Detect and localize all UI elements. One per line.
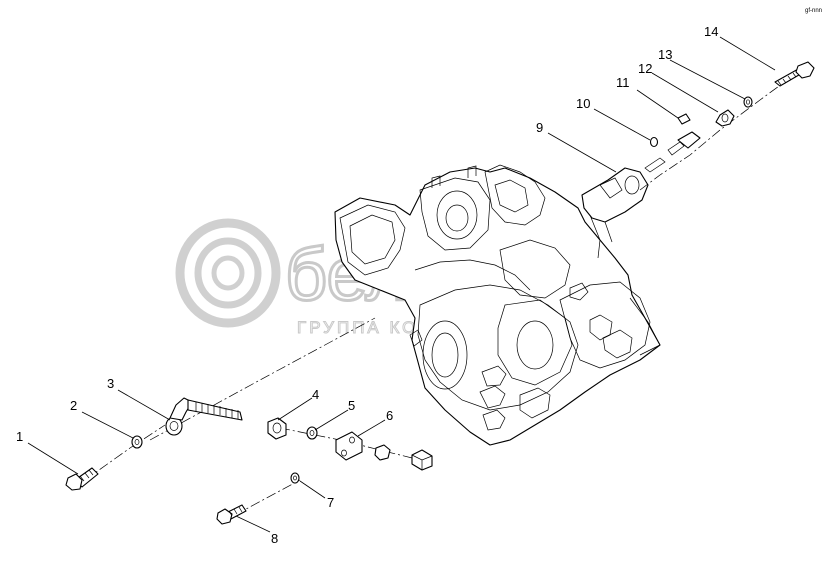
washer-10 bbox=[649, 136, 659, 148]
callout-3: 3 bbox=[107, 376, 114, 391]
mounting-bracket bbox=[581, 167, 649, 259]
callout-10: 10 bbox=[576, 96, 590, 111]
callout-6: 6 bbox=[386, 408, 393, 423]
callout-13: 13 bbox=[658, 47, 672, 62]
hex-bolt-8 bbox=[216, 504, 247, 525]
lower-fasteners bbox=[65, 317, 433, 525]
flat-washer-12 bbox=[715, 109, 735, 127]
callout-1: 1 bbox=[16, 429, 23, 444]
callout-5: 5 bbox=[348, 398, 355, 413]
corner-mark: gf-nnn bbox=[805, 8, 822, 14]
callout-11: 11 bbox=[616, 75, 630, 90]
gear-housing bbox=[334, 164, 661, 446]
upper-fasteners bbox=[639, 61, 815, 191]
callout-12: 12 bbox=[638, 61, 652, 76]
leader-lines bbox=[27, 36, 776, 533]
hex-nut-6c bbox=[411, 449, 433, 471]
callouts: 1 2 3 4 5 6 7 8 9 10 11 12 13 14 bbox=[16, 24, 718, 546]
callout-9: 9 bbox=[536, 120, 543, 135]
washer-5 bbox=[306, 426, 318, 440]
callout-7: 7 bbox=[327, 495, 334, 510]
callout-2: 2 bbox=[70, 398, 77, 413]
lock-washer-13 bbox=[743, 96, 753, 108]
washer-2 bbox=[131, 435, 143, 449]
callout-14: 14 bbox=[704, 24, 718, 39]
nut-6b bbox=[374, 444, 391, 461]
washer-7 bbox=[290, 472, 300, 484]
nut-4 bbox=[267, 417, 287, 440]
callout-4: 4 bbox=[312, 387, 319, 402]
clamp-block-6 bbox=[335, 431, 363, 461]
hex-bolt-1 bbox=[65, 467, 99, 491]
callout-8: 8 bbox=[271, 531, 278, 546]
oil-pipe-3 bbox=[165, 397, 243, 436]
spacer-11 bbox=[667, 113, 701, 156]
watermark-logo-rings bbox=[175, 218, 281, 328]
hex-bolt-14 bbox=[774, 61, 815, 87]
